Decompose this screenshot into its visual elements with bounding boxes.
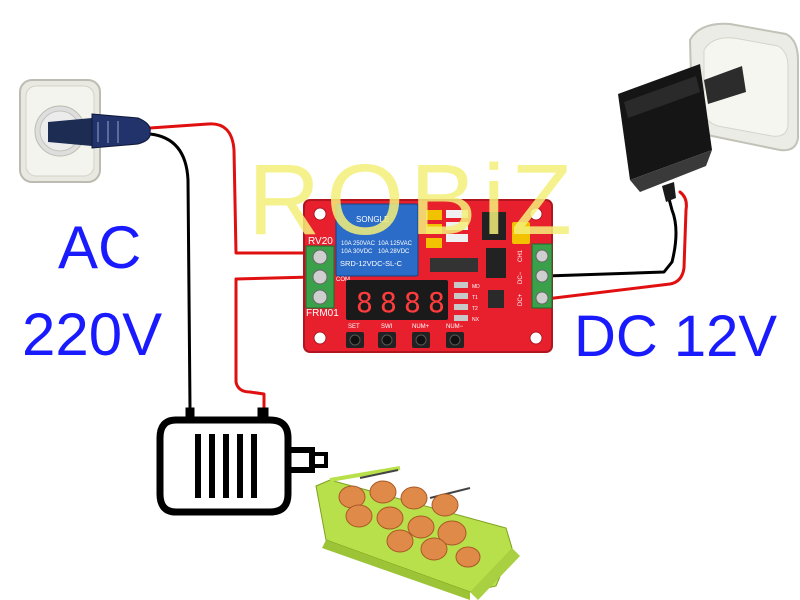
ac-black-wire — [148, 132, 192, 410]
relay-module: SONGLE 10A 250VAC 10A 30VDC 10A 125VAC 1… — [303, 199, 553, 353]
ac-plug-icon — [48, 113, 151, 149]
ac-label-line2: 220V — [22, 301, 163, 368]
dc-red-wire — [544, 190, 688, 301]
relay-terminal-label: COM — [336, 277, 350, 283]
ac-red-wire — [148, 122, 314, 255]
pot-label: RV20 — [308, 236, 333, 247]
num-minus-button[interactable] — [446, 332, 464, 348]
relay-part: SRD-12VDC-SL-C — [340, 259, 403, 268]
display-digit-4: 8 — [428, 286, 445, 319]
led-label-t2: T2 — [472, 306, 478, 312]
button-label-set: SET — [348, 324, 360, 330]
ac-label-line1: AC — [58, 214, 142, 281]
led-label-t1: T1 — [472, 295, 478, 301]
power-label-dcminus: DC− — [518, 271, 524, 284]
relay-rating-left2: 10A 30VDC — [341, 249, 373, 255]
wires — [148, 122, 688, 410]
relay-rating-left: 10A 250VAC — [341, 241, 376, 247]
display-digit-3: 8 — [404, 286, 421, 319]
led-label-nx: NX — [472, 317, 480, 323]
power-label-ch: CH1 — [518, 249, 524, 262]
dc-adapter-icon — [618, 64, 746, 202]
egg-tray-icon — [315, 466, 520, 600]
relay — [335, 203, 419, 277]
num-plus-button[interactable] — [412, 332, 430, 348]
relay-to-motor-wire — [234, 275, 314, 410]
watermark: ROBiZ — [248, 144, 578, 256]
led-label-md: MD — [472, 284, 480, 290]
swi-button[interactable] — [378, 332, 396, 348]
relay-rating-right2: 10A 28VDC — [378, 249, 410, 255]
motor-icon — [156, 407, 328, 516]
relay-rating-right: 10A 125VAC — [378, 241, 413, 247]
model-label: FRM01 — [306, 308, 339, 319]
button-label-numplus: NUM+ — [412, 324, 430, 330]
set-button[interactable] — [346, 332, 364, 348]
display-digit-1: 8 — [356, 286, 373, 319]
power-label-dcplus: DC+ — [518, 293, 524, 306]
dc-black-wire — [544, 193, 678, 278]
seven-seg-display — [346, 280, 448, 320]
display-digit-2: 8 — [380, 286, 397, 319]
dc-label: DC 12V — [574, 304, 778, 369]
button-label-swi: SWI — [381, 324, 393, 330]
relay-brand: SONGLE — [356, 215, 389, 224]
button-label-numminus: NUM− — [446, 324, 464, 330]
